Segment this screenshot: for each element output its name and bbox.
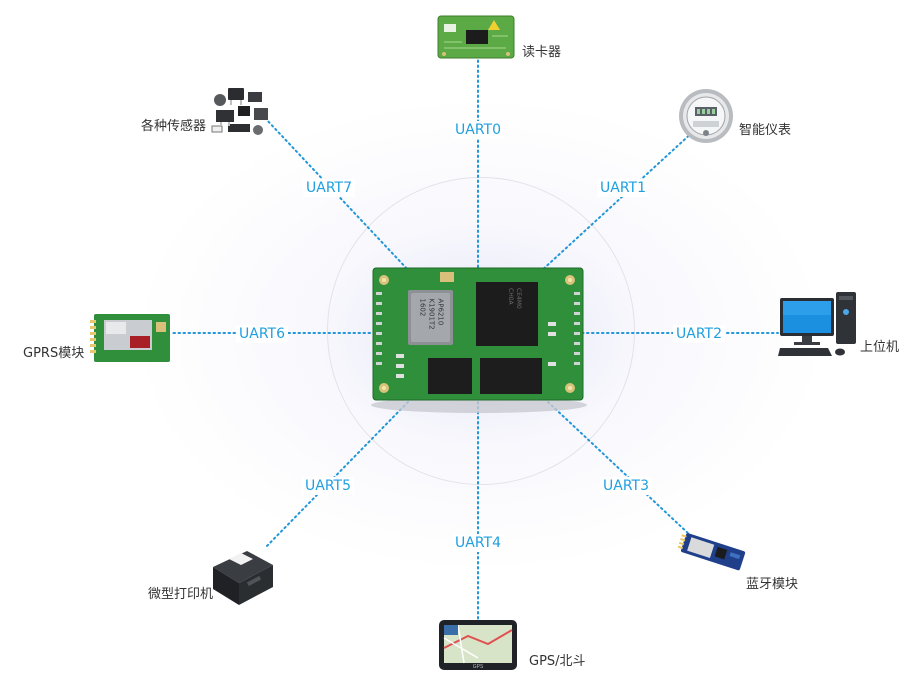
uart1-label: UART1 <box>597 179 649 197</box>
uart3-label: UART3 <box>600 477 652 495</box>
chip2-line-1: CE4M0 <box>515 288 522 309</box>
chip1-line-2: K1901T2 <box>427 298 436 330</box>
rfid-reader-board-icon <box>437 15 515 59</box>
core-board-icon <box>371 267 587 413</box>
line-uart3 <box>547 401 691 536</box>
bluetooth-module-icon <box>678 533 746 571</box>
thermal-printer-icon <box>213 551 273 605</box>
host-pc-label: 上位机 <box>860 340 900 355</box>
line-uart1 <box>539 129 696 273</box>
uart2-label: UART2 <box>673 325 725 343</box>
gprs-module-icon <box>90 314 170 362</box>
printer-label: 微型打印机 <box>148 587 214 602</box>
bluetooth-label: 蓝牙模块 <box>746 577 799 592</box>
gps-label: GPS/北斗 <box>529 654 586 669</box>
chip1-line-3: 1602 <box>418 298 427 317</box>
sensors-label: 各种传感器 <box>141 119 207 134</box>
uart6-label: UART6 <box>236 325 288 343</box>
uart0-label: UART0 <box>452 121 504 139</box>
gps-navigator-icon: GPS <box>439 620 517 670</box>
uart7-label: UART7 <box>303 179 355 197</box>
chip1-line-1: AP6210 <box>436 298 445 326</box>
chip2-line-2: CH0A <box>507 288 514 305</box>
electric-meter-icon <box>679 89 733 143</box>
uart4-label: UART4 <box>452 534 504 552</box>
gprs-label: GPRS模块 <box>23 346 85 361</box>
smart-meter-label: 智能仪表 <box>739 123 792 138</box>
card-reader-label: 读卡器 <box>522 45 562 60</box>
uart5-label: UART5 <box>302 477 354 495</box>
center-ring <box>327 177 635 485</box>
chip2-markings: CE4M0 CH0A <box>506 288 522 328</box>
chip1-markings: AP6210 K1901T2 1602 <box>418 299 445 333</box>
line-uart5 <box>264 401 409 549</box>
svg-text:GPS: GPS <box>473 664 484 670</box>
desktop-computer-icon <box>778 292 856 356</box>
sensor-components-icon <box>211 88 268 135</box>
